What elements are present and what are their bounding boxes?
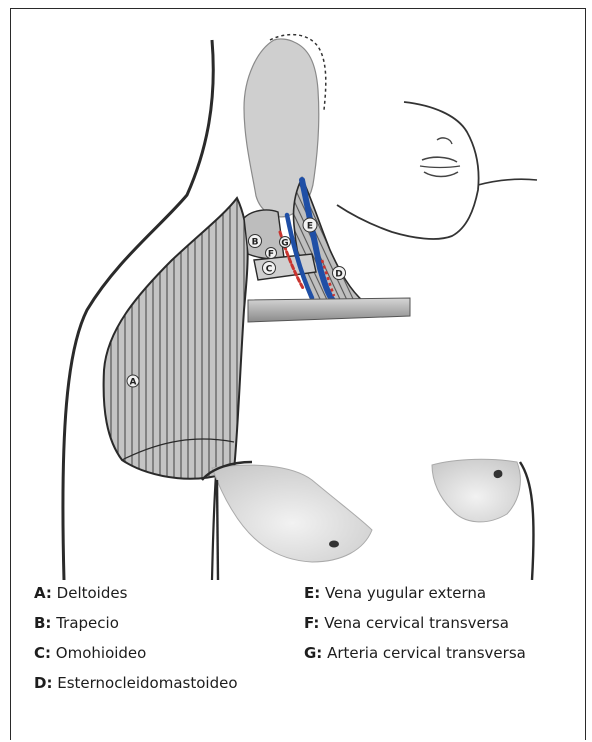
legend-text: Vena cervical transversa	[324, 614, 509, 632]
face-outline	[337, 102, 479, 239]
anatomy-illustration: A B C D E F G	[12, 10, 584, 580]
anatomy-figure: A B C D E F G	[12, 10, 584, 580]
svg-text:F: F	[268, 250, 274, 260]
legend-key: G:	[304, 644, 322, 662]
deltoid-muscle	[104, 198, 248, 479]
clavicle-bar	[248, 298, 410, 322]
marker-e: E	[303, 218, 317, 232]
legend-text: Omohioideo	[56, 644, 147, 662]
legend-key: E:	[304, 584, 320, 602]
legend-key: D:	[34, 674, 52, 692]
legend-item-b: B: Trapecio	[34, 614, 119, 632]
legend-item-d: D: Esternocleidomastoideo	[34, 674, 238, 692]
legend-item-f: F: Vena cervical transversa	[304, 614, 509, 632]
legend-text: Trapecio	[56, 614, 119, 632]
left-nipple	[329, 541, 339, 548]
legend-key: F:	[304, 614, 319, 632]
legend-text: Esternocleidomastoideo	[57, 674, 237, 692]
legend: A: Deltoides B: Trapecio C: Omohioideo D…	[34, 584, 574, 734]
marker-c: C	[263, 262, 276, 275]
svg-text:D: D	[335, 270, 342, 280]
legend-text: Vena yugular externa	[325, 584, 486, 602]
legend-item-g: G: Arteria cervical transversa	[304, 644, 526, 662]
legend-key: B:	[34, 614, 51, 632]
right-breast	[432, 459, 520, 522]
lips-lower	[424, 172, 458, 177]
lips-upper	[422, 157, 457, 162]
marker-d: D	[333, 267, 346, 280]
chest-line-right	[520, 462, 534, 580]
trapezius-muscle	[244, 210, 284, 259]
marker-g: G	[280, 237, 291, 249]
legend-item-e: E: Vena yugular externa	[304, 584, 486, 602]
nostril	[437, 138, 452, 144]
svg-text:C: C	[266, 265, 273, 275]
marker-a: A	[127, 375, 139, 388]
legend-item-a: A: Deltoides	[34, 584, 127, 602]
marker-b: B	[249, 235, 262, 248]
legend-item-c: C: Omohioideo	[34, 644, 146, 662]
svg-text:E: E	[307, 222, 313, 232]
chin-line	[478, 179, 537, 185]
legend-text: Deltoides	[57, 584, 128, 602]
left-breast	[212, 465, 372, 562]
svg-text:G: G	[281, 239, 288, 249]
svg-text:A: A	[130, 378, 137, 388]
legend-key: A:	[34, 584, 52, 602]
legend-text: Arteria cervical transversa	[327, 644, 526, 662]
svg-text:B: B	[252, 238, 259, 248]
lips-mid	[420, 166, 460, 168]
legend-key: C:	[34, 644, 51, 662]
chest-line-left-vertical	[217, 480, 218, 580]
